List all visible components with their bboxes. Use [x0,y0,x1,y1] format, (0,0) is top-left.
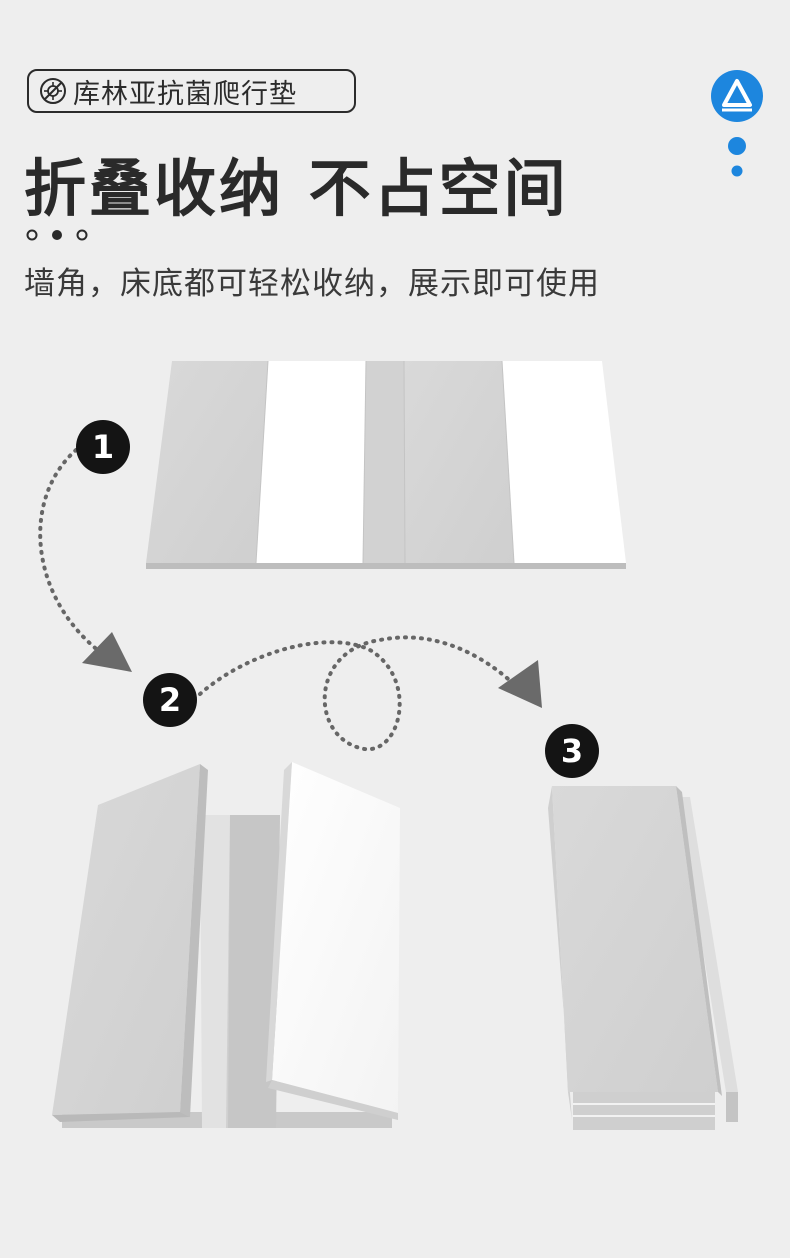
arrow-head-1 [82,632,132,672]
brand-logo-icon [711,70,763,177]
step-badge-2: 2 [143,673,197,727]
arrow-head-2 [498,660,542,708]
brand-tag: 库林亚抗菌爬行垫 [27,69,356,113]
page-subtitle: 墙角，床底都可轻松收纳，展示即可使用 [24,266,600,302]
arrow-path-2 [198,635,522,752]
divider-dots [26,229,88,241]
mat-folded-stack [548,786,738,1130]
mat-half-folded [52,762,400,1128]
arrow-path-1 [38,448,106,657]
mat-unfolded [146,360,626,569]
page-title: 折叠收纳 不占空间 [24,152,569,225]
step-badge-1: 1 [76,420,130,474]
brand-tag-label: 库林亚抗菌爬行垫 [73,78,297,110]
step-badge-3: 3 [545,724,599,778]
antibacterial-icon [40,78,66,104]
